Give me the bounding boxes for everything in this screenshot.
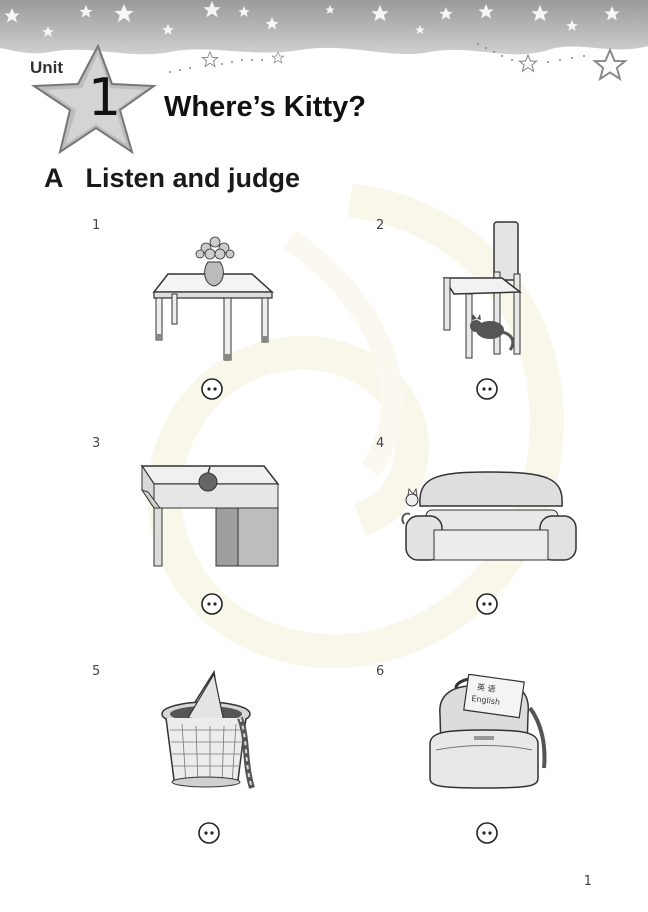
book-label-chinese: 英 语	[476, 682, 496, 694]
unit-star-badge	[30, 43, 157, 155]
item-number: 6	[376, 664, 385, 679]
unit-title: Where’s Kitty?	[164, 91, 366, 123]
basket-with-hat-picture	[161, 670, 255, 789]
face-icon[interactable]	[476, 593, 498, 615]
book-label-english: English	[471, 694, 501, 707]
item-number: 5	[92, 664, 101, 679]
schoolbag-with-book-picture: 英 语 English	[429, 674, 547, 789]
face-icon[interactable]	[476, 378, 498, 400]
chair-with-cat-picture	[442, 221, 523, 359]
item-2: 2	[376, 218, 626, 418]
star-banner	[0, 0, 648, 80]
item-number: 2	[376, 218, 385, 233]
unit-label: Unit	[30, 58, 64, 77]
unit-number: 1	[88, 68, 122, 128]
item-3: 3	[92, 436, 342, 636]
sofa-with-cat-picture	[401, 471, 577, 561]
table-with-vase-picture	[152, 236, 274, 361]
item-5: 5	[92, 664, 342, 864]
page-number: 1	[583, 874, 592, 889]
section-title: Listen and judge	[85, 163, 301, 193]
desk-with-apple-picture	[140, 464, 280, 567]
face-icon[interactable]	[198, 822, 220, 844]
face-icon[interactable]	[201, 593, 223, 615]
face-icon[interactable]	[476, 822, 498, 844]
item-6: 6 英 语 English	[376, 664, 626, 864]
item-number: 4	[376, 436, 385, 451]
section-letter: A	[44, 163, 64, 193]
section-heading: A Listen and judge	[44, 162, 300, 194]
face-icon[interactable]	[201, 378, 223, 400]
item-number: 1	[92, 218, 101, 233]
item-1: 1	[92, 218, 342, 418]
item-4: 4	[376, 436, 626, 636]
item-number: 3	[92, 436, 101, 451]
